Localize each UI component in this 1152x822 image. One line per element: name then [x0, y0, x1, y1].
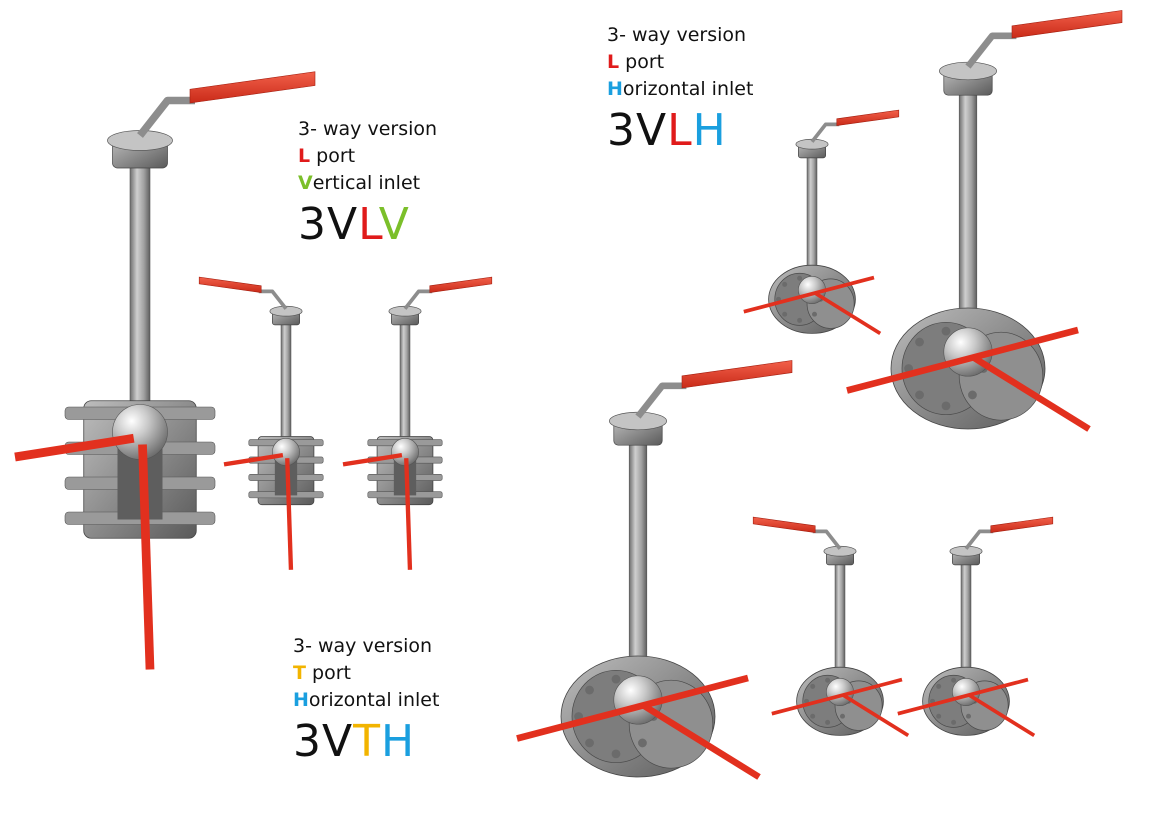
code-port: T: [353, 716, 381, 767]
version-text: 3- way version: [293, 635, 433, 657]
inlet-text: orizontal inlet: [622, 78, 754, 100]
valve-3vlh-small: [743, 109, 900, 335]
port-line: T port: [293, 660, 439, 687]
port-text: port: [310, 145, 356, 167]
label-3vlv: 3- way version L port Vertical inlet 3VL…: [298, 116, 437, 247]
port-text: port: [619, 51, 665, 73]
version-text: 3- way version: [298, 118, 438, 140]
version-text: 3- way version: [607, 24, 747, 46]
port-text: port: [305, 662, 351, 684]
code-port: L: [358, 199, 379, 250]
code-inlet: H: [380, 716, 416, 767]
valve-code: 3VLV: [298, 203, 437, 247]
valve-3vlh-large: [846, 10, 1123, 432]
port-letter: L: [298, 145, 311, 167]
inlet-letter: H: [607, 78, 623, 100]
code-prefix: 3V: [298, 199, 359, 250]
port-letter: L: [607, 51, 620, 73]
valve-3vth-small-1: [752, 516, 910, 737]
label-3vth: 3- way version T port Horizontal inlet 3…: [293, 633, 439, 764]
port-letter: T: [293, 662, 306, 684]
code-prefix: 3V: [293, 716, 354, 767]
valve-3vlv-small-1: [198, 276, 324, 570]
inlet-text: ertical inlet: [312, 172, 421, 194]
valve-3vlv-small-2: [342, 276, 493, 570]
inlet-line: Vertical inlet: [298, 170, 437, 197]
valve-3vlv-large: [14, 71, 316, 670]
label-3vlh: 3- way version L port Horizontal inlet 3…: [607, 22, 753, 153]
code-port: L: [667, 105, 693, 156]
inlet-letter: V: [298, 172, 313, 194]
port-line: L port: [298, 143, 437, 170]
code-prefix: 3V: [607, 105, 668, 156]
valve-3vth-small-2: [897, 516, 1054, 737]
valve-3vth-large: [516, 360, 793, 780]
code-inlet: V: [378, 199, 410, 250]
port-line: L port: [607, 49, 753, 76]
inlet-letter: H: [293, 689, 309, 711]
valve-code: 3VTH: [293, 720, 439, 764]
inlet-line: Horizontal inlet: [293, 687, 439, 714]
inlet-text: orizontal inlet: [308, 689, 440, 711]
valve-code: 3VLH: [607, 109, 753, 153]
inlet-line: Horizontal inlet: [607, 76, 753, 103]
code-inlet: H: [692, 105, 727, 156]
